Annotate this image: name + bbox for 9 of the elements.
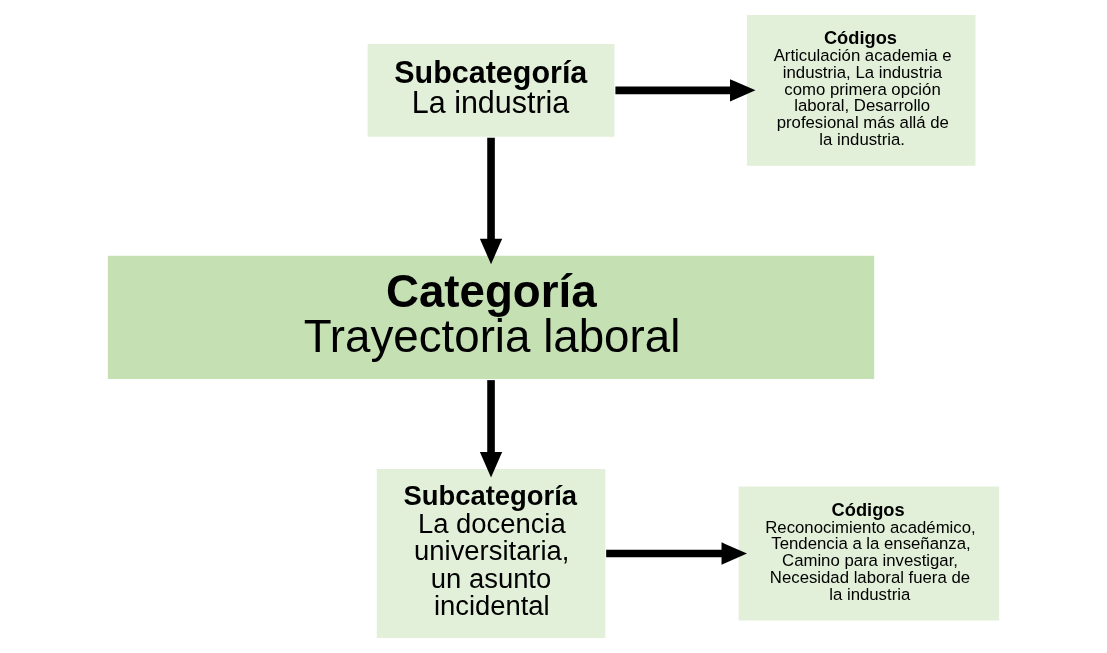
- arrow: [615, 79, 756, 102]
- arrow: [479, 380, 503, 478]
- node-box: Códigos Articulación academia e industria, La industria como primera opción laboral, Desarrollo profesional más allá de la industria.: [745, 13, 978, 168]
- arrow: [479, 137, 503, 265]
- node-box: Subcategoría La docencia universitaria, un asunto incidental: [375, 467, 607, 640]
- node-box: Categoría Trayectoria laboral: [106, 254, 876, 381]
- node-box: Códigos Reconocimiento académico, Tendencia a la enseñanza, Camino para investigar, Necesidad laboral fuera de la industria: [737, 484, 1001, 623]
- node-box: Subcategoría La industria: [366, 42, 616, 139]
- arrow: [606, 542, 748, 565]
